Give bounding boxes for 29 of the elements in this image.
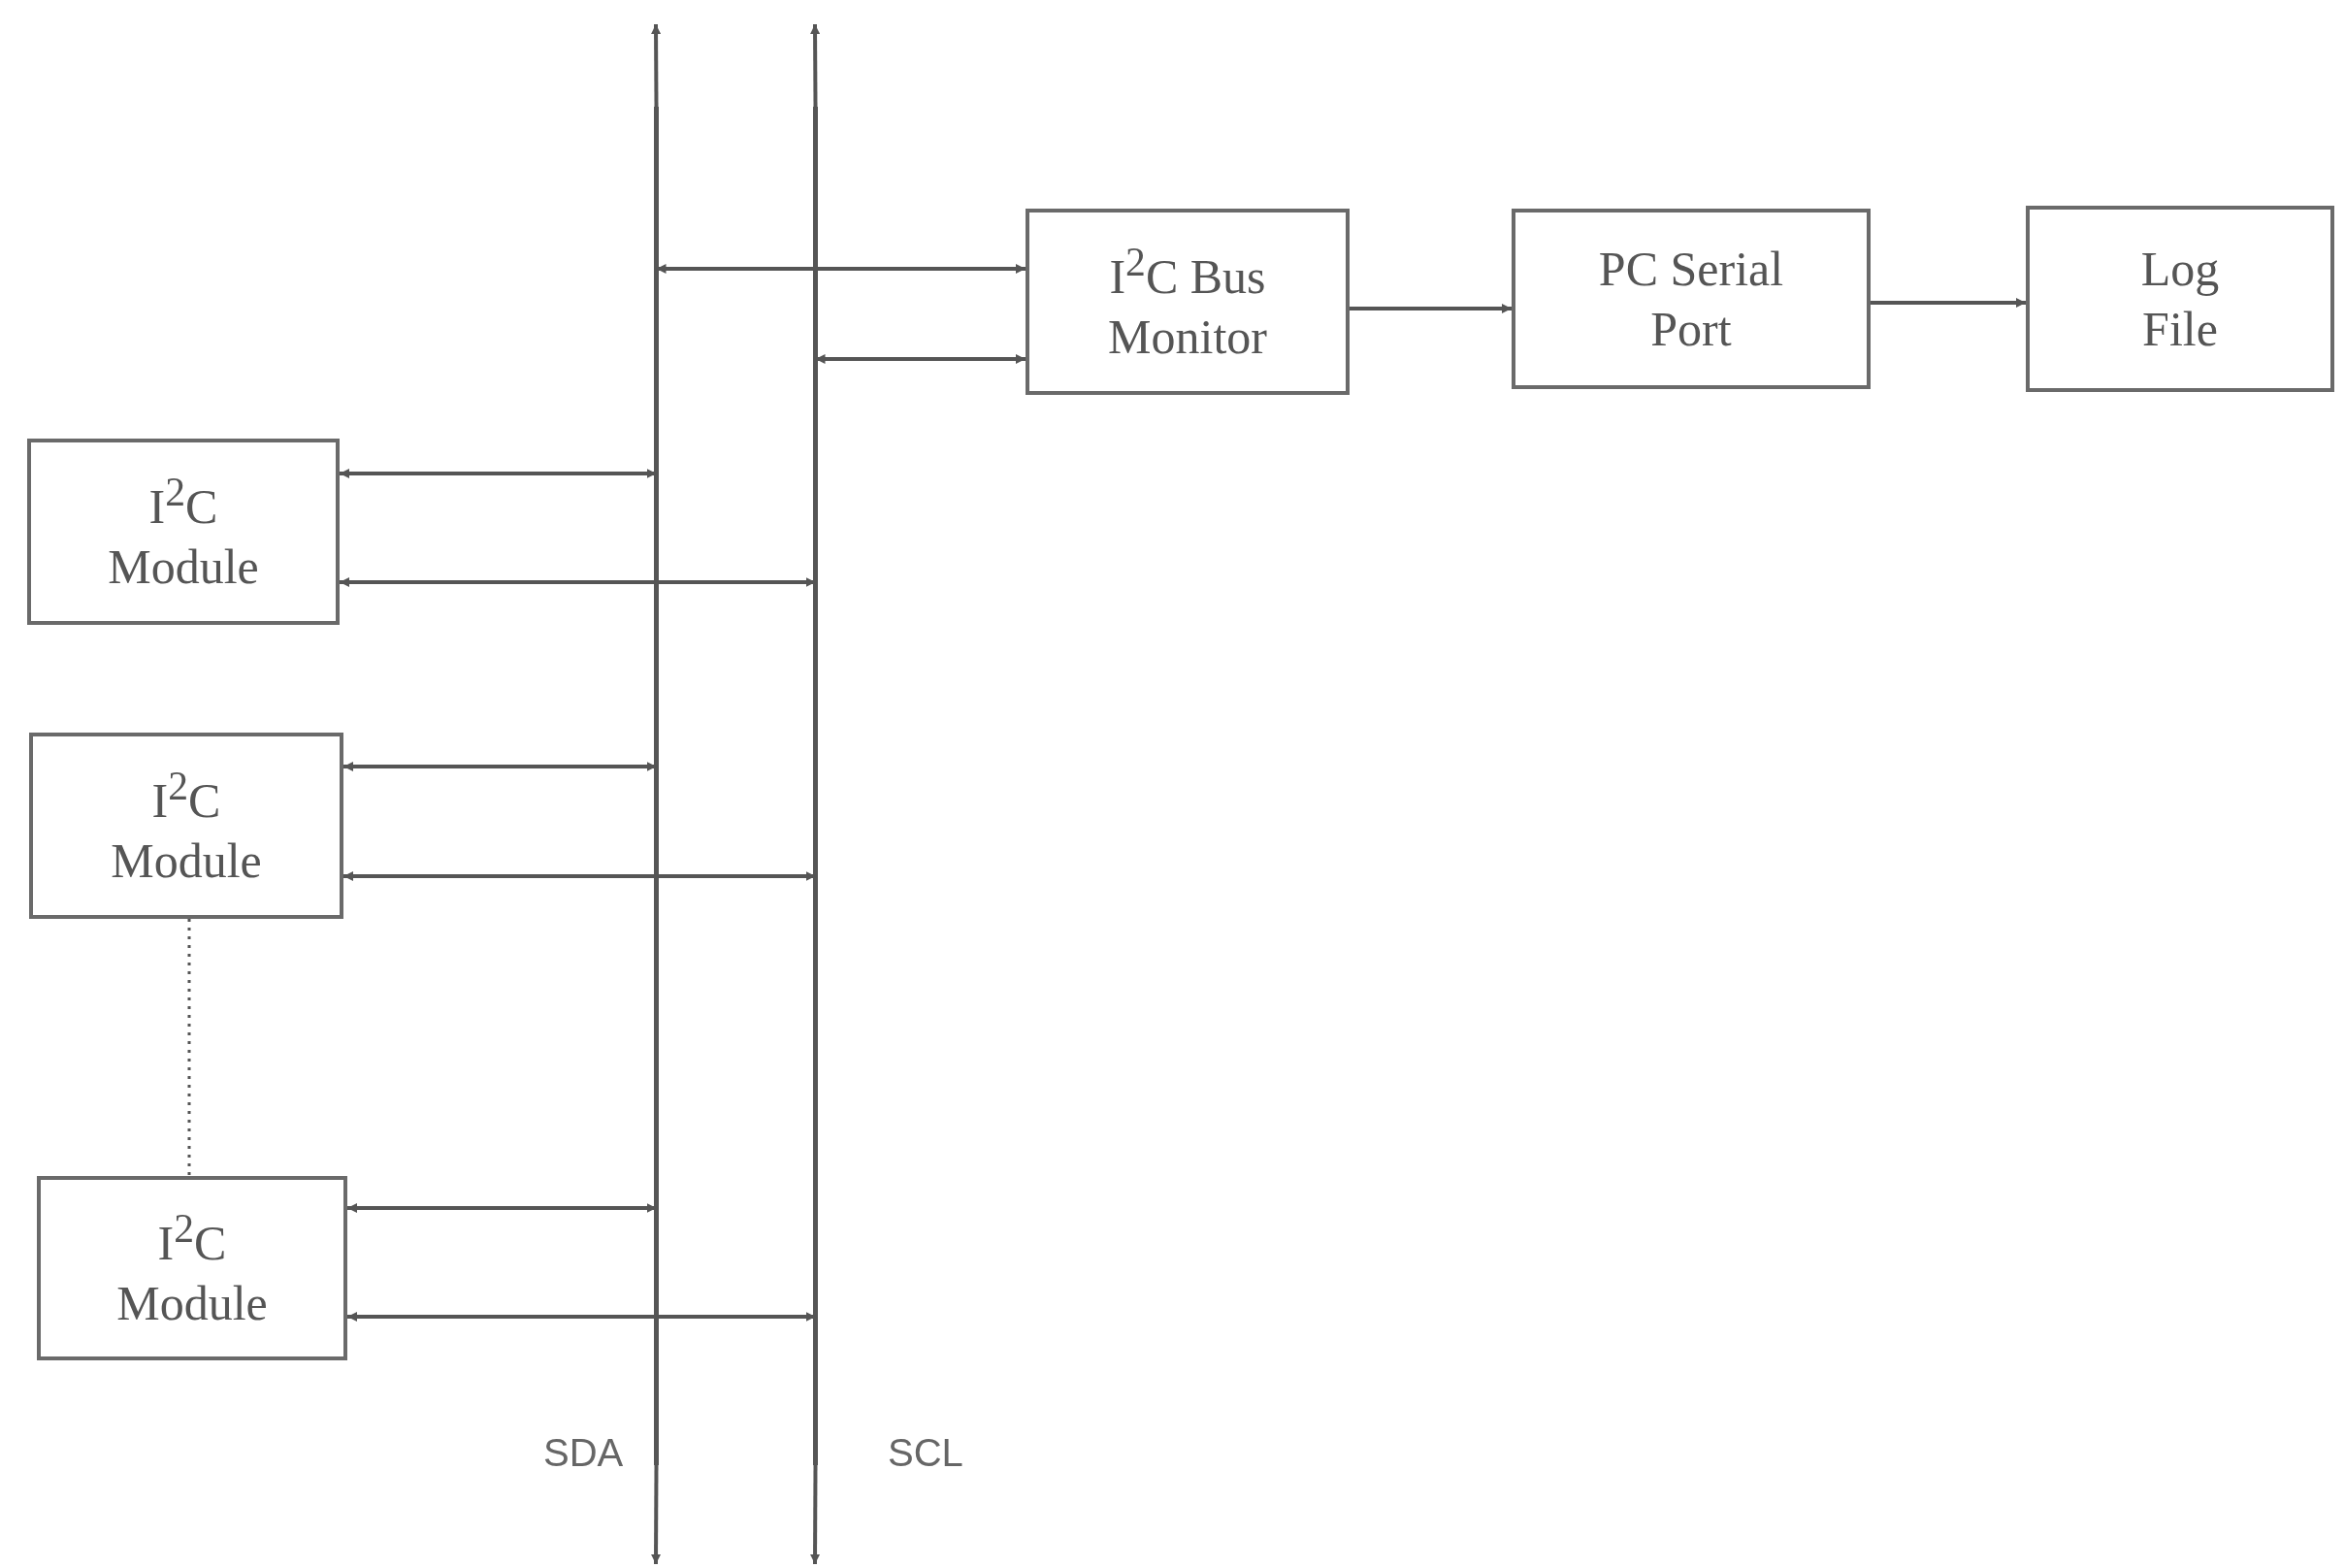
block-box bbox=[1512, 209, 1871, 389]
arrow bbox=[1871, 298, 2026, 308]
block-label: I$^{2}$C Module bbox=[115, 1204, 269, 1332]
block-box bbox=[29, 733, 343, 919]
block-box bbox=[37, 1176, 347, 1360]
bus-label: SCL bbox=[888, 1431, 963, 1475]
block-box bbox=[1026, 209, 1350, 395]
arrow bbox=[651, 24, 662, 107]
dotted-line bbox=[187, 919, 191, 1176]
block-box bbox=[2026, 206, 2334, 392]
arrow bbox=[656, 264, 1026, 274]
block-label: I$^{2}$C Module bbox=[107, 468, 260, 596]
block-label: I$^{2}$C Module bbox=[110, 762, 263, 890]
arrow bbox=[343, 871, 816, 881]
arrow bbox=[810, 24, 821, 107]
block-label: PC Serial Port bbox=[1597, 240, 1785, 358]
arrow bbox=[1350, 304, 1512, 313]
block-label: Log File bbox=[2139, 240, 2221, 358]
arrow bbox=[343, 762, 657, 771]
arrow bbox=[340, 469, 657, 478]
block-label: I$^{2}$C Bus Monitor bbox=[1107, 238, 1268, 366]
arrow bbox=[815, 354, 1026, 364]
arrow bbox=[347, 1312, 816, 1322]
arrow bbox=[347, 1203, 657, 1213]
arrow bbox=[810, 1465, 821, 1564]
bus-label: SDA bbox=[543, 1431, 624, 1475]
arrow bbox=[340, 577, 816, 587]
block-box bbox=[27, 439, 340, 625]
arrow bbox=[651, 1465, 662, 1564]
